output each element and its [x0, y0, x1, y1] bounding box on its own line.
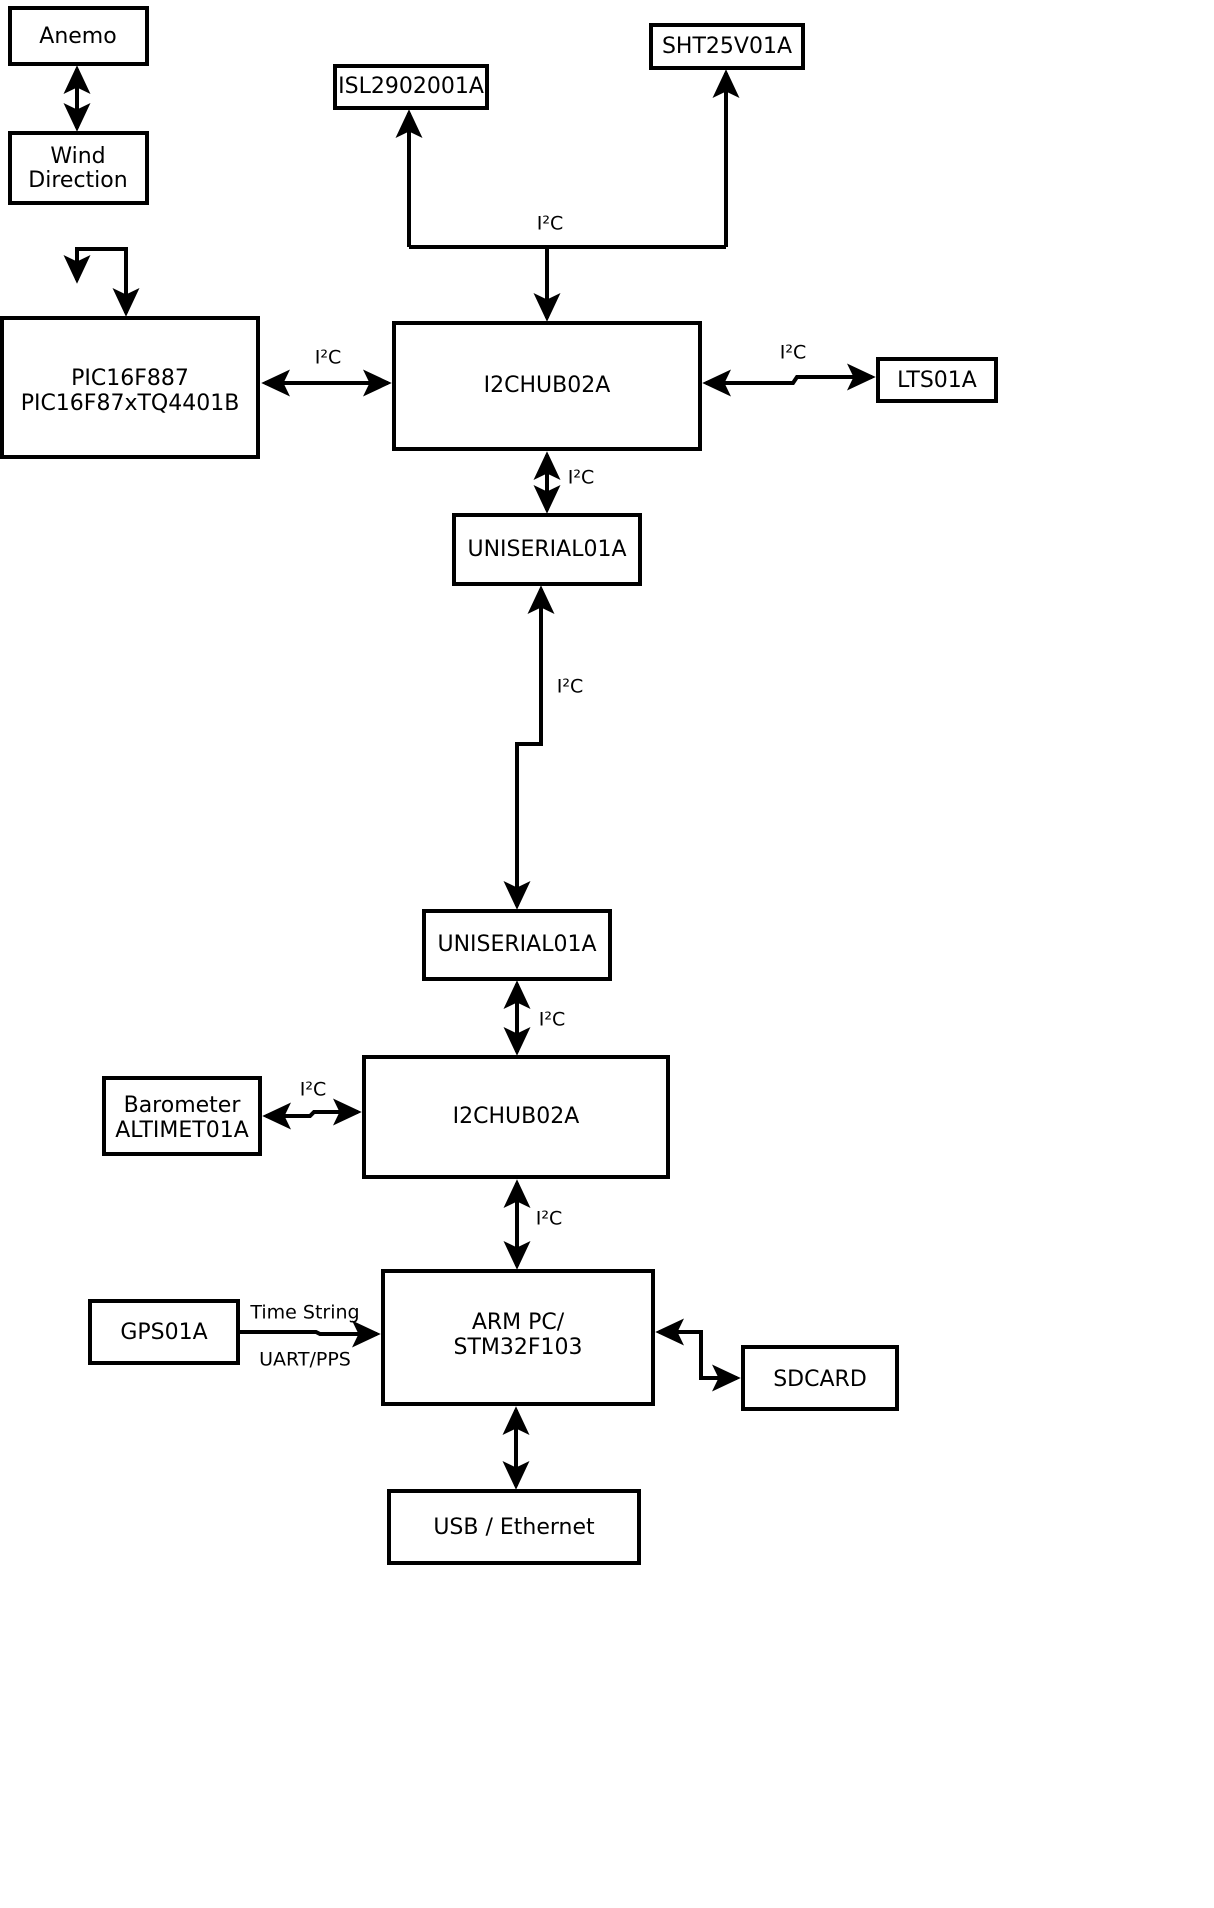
edge-barometer-hub-bottom: I²C — [262, 1079, 362, 1130]
node-sht25v01a[interactable]: SHT25V01A — [649, 23, 805, 70]
node-sdcard[interactable]: SDCARD — [741, 1345, 899, 1411]
edge-line — [240, 1320, 381, 1348]
node-label: ISL2902001A — [338, 74, 484, 99]
node-anemo[interactable]: Anemo — [8, 6, 149, 66]
edge-line — [63, 247, 140, 317]
node-label-line2: STM32F103 — [453, 1335, 582, 1360]
edge-pic-hub-top: I²C — [261, 347, 392, 397]
edge-label-uart-pps: UART/PPS — [259, 1349, 351, 1371]
node-label: LTS01A — [897, 368, 977, 393]
node-box[interactable] — [392, 321, 702, 451]
node-label-line2: ALTIMET01A — [115, 1118, 249, 1143]
node-box[interactable] — [8, 6, 149, 66]
node-box[interactable] — [362, 1055, 670, 1179]
edge-label-i2c: I²C — [780, 342, 807, 364]
edge-uniserial-top-bottom: I²C — [503, 585, 584, 910]
node-pic16f887[interactable]: PIC16F887 PIC16F87xTQ4401B — [0, 316, 260, 459]
node-label: I2CHUB02A — [484, 373, 611, 398]
edges-layer: I²C I²C I²C I²C I²C — [63, 65, 876, 1490]
node-box[interactable] — [8, 131, 149, 205]
node-i2chub02a-top[interactable]: I2CHUB02A — [392, 321, 702, 451]
node-arm-pc-stm32f103[interactable]: ARM PC/ STM32F103 — [381, 1269, 655, 1406]
edge-gps-arm: Time String UART/PPS — [240, 1302, 381, 1371]
edge-line — [503, 585, 555, 910]
edge-label-time-string: Time String — [249, 1302, 359, 1324]
node-label: UNISERIAL01A — [467, 537, 626, 562]
edge-label-i2c: I²C — [557, 676, 584, 698]
edge-hub-top-lts: I²C — [702, 342, 876, 397]
node-label-line1: PIC16F887 — [71, 366, 189, 391]
node-label: GPS01A — [120, 1320, 207, 1345]
edge-label-i2c: I²C — [568, 467, 595, 489]
node-label-line2: PIC16F87xTQ4401B — [21, 391, 240, 416]
edge-label-i2c: I²C — [300, 1079, 327, 1101]
edge-hub-top-uniserial-top: I²C — [533, 451, 595, 514]
node-label: SHT25V01A — [662, 34, 792, 59]
edge-line — [702, 363, 876, 397]
node-barometer-altimet01a[interactable]: Barometer ALTIMET01A — [102, 1076, 262, 1156]
node-box[interactable] — [649, 23, 805, 70]
edge-label-i2c: I²C — [537, 213, 564, 235]
node-label: SDCARD — [773, 1367, 867, 1392]
edge-line — [262, 1098, 362, 1130]
node-wind-direction[interactable]: Wind Direction — [8, 131, 149, 205]
node-box[interactable] — [88, 1299, 240, 1365]
node-label-line1: Barometer — [124, 1093, 242, 1118]
node-box[interactable] — [876, 357, 998, 403]
node-box[interactable] — [333, 64, 489, 110]
node-label-line1: Wind — [50, 144, 105, 169]
node-uniserial01a-bottom[interactable]: UNISERIAL01A — [422, 909, 612, 981]
edge-uniserial-bottom-hub-bottom: I²C — [503, 980, 566, 1056]
node-usb-ethernet[interactable]: USB / Ethernet — [387, 1489, 641, 1565]
edge-label-i2c: I²C — [536, 1208, 563, 1230]
node-box[interactable] — [452, 513, 642, 586]
node-box[interactable] — [422, 909, 612, 981]
edge-hub-top-bus: I²C — [395, 69, 740, 322]
node-lts01a[interactable]: LTS01A — [876, 357, 998, 403]
node-label: Anemo — [39, 24, 116, 49]
nodes-layer: Anemo Wind Direction PIC16F887 PIC16F87x… — [0, 6, 998, 1565]
edge-hub-bottom-arm: I²C — [503, 1179, 563, 1270]
node-label: UNISERIAL01A — [437, 932, 596, 957]
node-box[interactable] — [387, 1489, 641, 1565]
node-box[interactable] — [381, 1269, 655, 1406]
node-isl2902001a[interactable]: ISL2902001A — [333, 64, 489, 110]
node-box[interactable] — [741, 1345, 899, 1411]
node-i2chub02a-bottom[interactable]: I2CHUB02A — [362, 1055, 670, 1179]
node-box[interactable] — [0, 316, 260, 459]
edge-label-i2c: I²C — [539, 1009, 566, 1031]
node-label-line1: ARM PC/ — [472, 1310, 565, 1335]
edge-arm-sdcard — [655, 1318, 741, 1392]
node-label-line2: Direction — [28, 168, 127, 193]
node-gps01a[interactable]: GPS01A — [88, 1299, 240, 1365]
edge-label-i2c: I²C — [315, 347, 342, 369]
edge-pic-wind — [63, 247, 140, 317]
node-box[interactable] — [102, 1076, 262, 1156]
edge-line — [655, 1318, 741, 1392]
node-uniserial01a-top[interactable]: UNISERIAL01A — [452, 513, 642, 586]
node-label: USB / Ethernet — [433, 1515, 595, 1540]
node-label: I2CHUB02A — [453, 1104, 580, 1129]
